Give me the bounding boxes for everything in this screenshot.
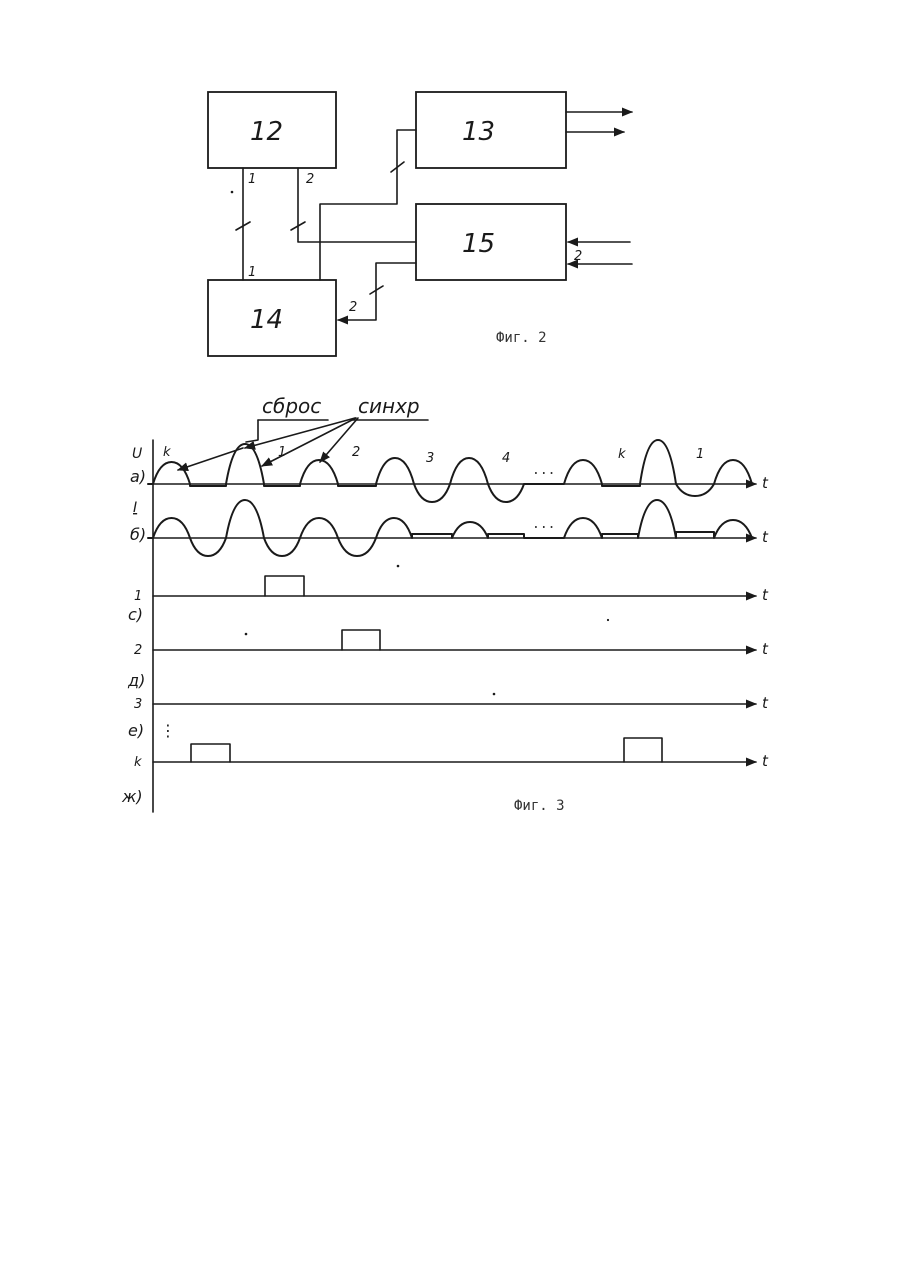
row-e-vdots: ⋮	[160, 721, 176, 740]
block-15-label: 15	[462, 229, 495, 259]
row-a-quantity: U	[132, 446, 142, 462]
timing-diagram: сброс синхр U а) t k 1 2 3 4 ... k 1 I б…	[121, 394, 769, 814]
block-14-label: 14	[250, 305, 283, 335]
channel-k-pulse-1	[191, 744, 230, 762]
row-f-channel-k: k	[134, 755, 142, 770]
input-15-label: 2	[574, 249, 582, 264]
speck	[397, 565, 400, 568]
row-c-channel-1: 1	[134, 589, 142, 604]
block-diagram: 12 13 15 14 1 1 2 2 2 Фиг. 2	[208, 92, 632, 356]
bus-to-13	[320, 130, 416, 280]
wave-b-ellipsis: ...	[532, 517, 555, 532]
bus-2	[298, 168, 416, 242]
speck	[607, 619, 609, 621]
speck	[493, 693, 496, 696]
bus-1-label-top: 1	[248, 172, 256, 187]
row-b-label: б)	[130, 525, 146, 544]
wave-a-1b: 1	[696, 447, 704, 462]
fig3-caption: Фиг. 3	[514, 798, 565, 814]
bus-1-label-bottom: 1	[248, 265, 256, 280]
row-b-t: t	[762, 528, 769, 546]
wave-a-3: 3	[426, 451, 434, 466]
reset-annotation: сброс	[262, 394, 321, 418]
channel-2-pulse	[342, 630, 380, 650]
wave-a-k: k	[163, 445, 171, 460]
block-12-label: 12	[250, 117, 283, 147]
wave-a-ellipsis: ...	[532, 463, 555, 478]
row-e-channel-3: 3	[134, 697, 142, 712]
channel-1-t: t	[762, 586, 769, 604]
row-d-channel-2: 2	[134, 643, 142, 658]
speck	[231, 191, 234, 194]
sync-arrow-1	[245, 418, 355, 448]
fig2-caption: Фиг. 2	[496, 330, 547, 346]
channel-2-t: t	[762, 640, 769, 658]
speck	[245, 633, 248, 636]
row-c-label: с)	[128, 605, 143, 624]
reset-arrow-k	[178, 448, 243, 470]
row-e-label: е)	[128, 721, 144, 740]
sync-annotation: синхр	[358, 394, 420, 418]
sync-arrow-2	[262, 418, 356, 466]
wave-a-4: 4	[502, 451, 510, 466]
row-f-label: ж)	[121, 787, 143, 806]
bus-2-label-top: 2	[306, 172, 314, 187]
wave-a-1: 1	[278, 445, 286, 460]
row-b-quantity: I	[133, 500, 137, 516]
current-waveform	[148, 500, 752, 556]
channel-3-t: t	[762, 694, 769, 712]
channel-1-pulse	[265, 576, 304, 596]
reset-leader	[246, 420, 258, 442]
channel-k-pulse-2	[624, 738, 662, 762]
row-d-label: д)	[127, 671, 145, 690]
row-a-t: t	[762, 474, 769, 492]
row-a-label: а)	[130, 467, 146, 486]
channel-k-t: t	[762, 752, 769, 770]
block-13-label: 13	[462, 117, 495, 147]
wave-a-k2: k	[618, 447, 626, 462]
wave-a-2: 2	[352, 445, 360, 460]
bus-15-to-14-label: 2	[349, 300, 357, 315]
